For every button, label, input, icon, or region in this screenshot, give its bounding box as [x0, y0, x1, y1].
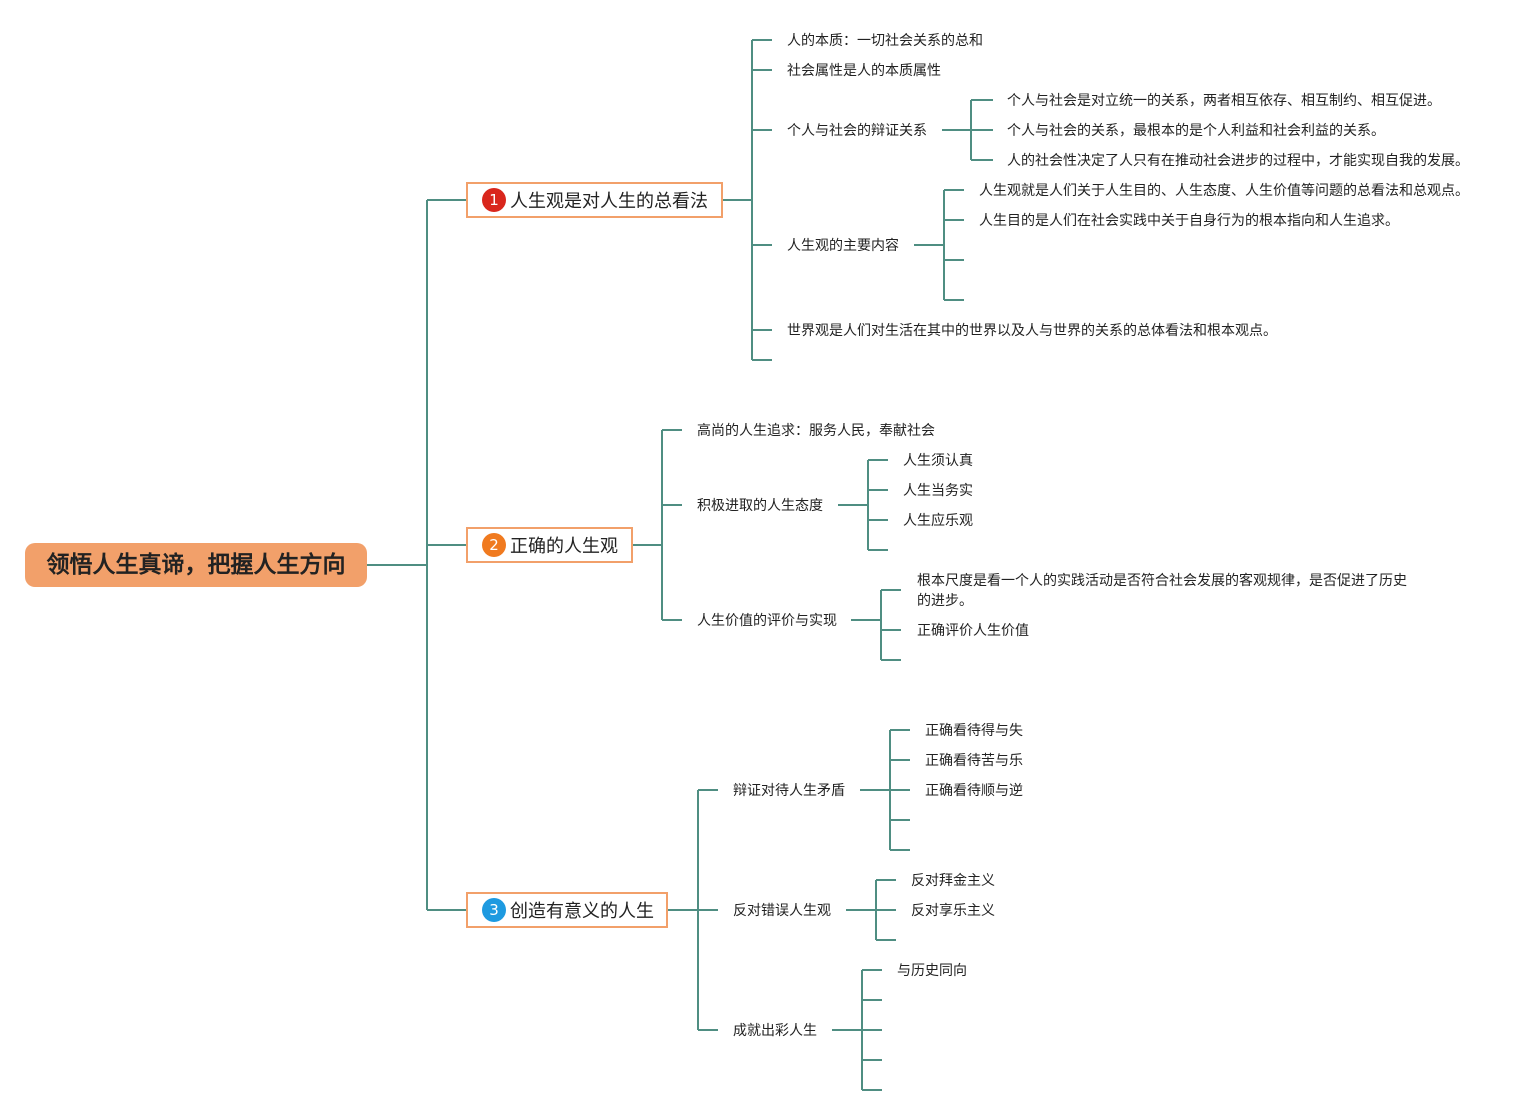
- b2-leaf-evaluate-value[interactable]: 正确评价人生价值: [917, 623, 1029, 639]
- b3-leaf-money-worship[interactable]: 反对拜金主义: [911, 873, 995, 889]
- branch-1-topic[interactable]: 1 人生观是对人生的总看法: [466, 182, 723, 218]
- b1-subtopic-dialectical-relation[interactable]: 个人与社会的辩证关系: [787, 123, 927, 139]
- branch-3-label: 创造有意义的人生: [510, 901, 654, 922]
- branch-3-topic[interactable]: 3 创造有意义的人生: [466, 892, 668, 928]
- number-badge-3: 3: [482, 898, 506, 922]
- branch-2-label: 正确的人生观: [510, 536, 618, 557]
- b2-subtopic-noble-pursuit[interactable]: 高尚的人生追求：服务人民，奉献社会: [697, 423, 935, 439]
- branch-2-topic[interactable]: 2 正确的人生观: [466, 527, 633, 563]
- b3-leaf-hedonism[interactable]: 反对享乐主义: [911, 903, 995, 919]
- b1-leaf-life-outlook-definition[interactable]: 人生观就是人们关于人生目的、人生态度、人生价值等问题的总看法和总观点。: [979, 183, 1469, 199]
- b1-subtopic-worldview[interactable]: 世界观是人们对生活在其中的世界以及人与世界的关系的总体看法和根本观点。: [787, 323, 1277, 339]
- root-topic[interactable]: 领悟人生真谛，把握人生方向: [25, 543, 367, 587]
- b3-subtopic-oppose-wrong-views[interactable]: 反对错误人生观: [733, 903, 831, 919]
- b1-leaf-interest-relation[interactable]: 个人与社会的关系，最根本的是个人利益和社会利益的关系。: [1007, 123, 1385, 139]
- b1-subtopic-human-essence[interactable]: 人的本质：一切社会关系的总和: [787, 33, 983, 49]
- b2-leaf-fundamental-measure[interactable]: 根本尺度是看一个人的实践活动是否符合社会发展的客观规律，是否促进了历史的进步。: [917, 573, 1407, 609]
- root-topic-label: 领悟人生真谛，把握人生方向: [46, 552, 346, 578]
- b2-subtopic-positive-attitude[interactable]: 积极进取的人生态度: [697, 498, 823, 514]
- number-badge-1: 1: [482, 188, 506, 212]
- b3-leaf-gain-loss[interactable]: 正确看待得与失: [925, 723, 1023, 739]
- b3-leaf-pain-joy[interactable]: 正确看待苦与乐: [925, 753, 1023, 769]
- b1-leaf-sociality[interactable]: 人的社会性决定了人只有在推动社会进步的过程中，才能实现自我的发展。: [1007, 153, 1469, 169]
- b2-subtopic-life-value[interactable]: 人生价值的评价与实现: [697, 613, 837, 629]
- b3-leaf-with-history[interactable]: 与历史同向: [897, 963, 967, 979]
- b3-leaf-adversity[interactable]: 正确看待顺与逆: [925, 783, 1023, 799]
- b2-leaf-pragmatic[interactable]: 人生当务实: [903, 483, 973, 499]
- b1-subtopic-main-content[interactable]: 人生观的主要内容: [787, 238, 899, 254]
- b1-leaf-life-purpose[interactable]: 人生目的是人们在社会实践中关于自身行为的根本指向和人生追求。: [979, 213, 1399, 229]
- number-badge-2: 2: [482, 533, 506, 557]
- b2-leaf-serious[interactable]: 人生须认真: [903, 453, 973, 469]
- branch-1-label: 人生观是对人生的总看法: [510, 191, 708, 212]
- b1-leaf-unity-of-opposites[interactable]: 个人与社会是对立统一的关系，两者相互依存、相互制约、相互促进。: [1007, 93, 1441, 109]
- b3-subtopic-outstanding-life[interactable]: 成就出彩人生: [733, 1023, 817, 1039]
- b2-leaf-optimistic[interactable]: 人生应乐观: [903, 513, 973, 529]
- b3-subtopic-contradictions[interactable]: 辩证对待人生矛盾: [733, 783, 845, 799]
- b1-subtopic-social-attribute[interactable]: 社会属性是人的本质属性: [787, 63, 941, 79]
